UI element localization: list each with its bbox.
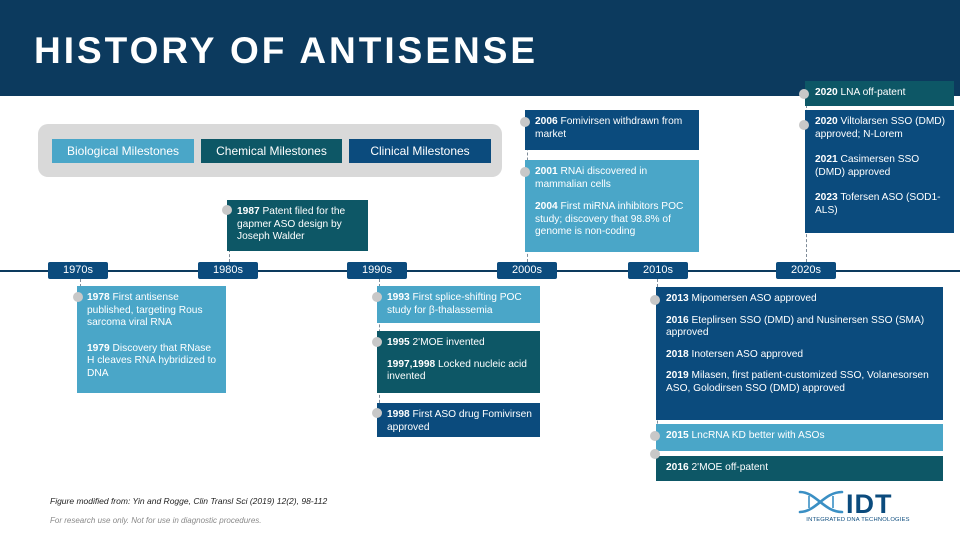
timeline-marker [372,337,382,347]
timeline-marker [799,89,809,99]
milestone-box-2006: 2006 Fomivirsen withdrawn from market [525,110,699,150]
milestone-box-1998: 1998 First ASO drug Fomivirsen approved [377,403,540,437]
timeline-marker [650,295,660,305]
milestone-2016-eteplirsen: 2016 Eteplirsen SSO (DMD) and Nusinersen… [666,314,925,339]
milestone-2021: 2021 Casimersen SSO (DMD) approved [815,154,920,178]
decade-2010s: 2010s [628,262,688,279]
decade-1970s: 1970s [48,262,108,279]
milestone-box-2020-lna: 2020 LNA off-patent [805,81,954,106]
milestone-box-1978-1979: 1978 First antisense published, targetin… [77,286,226,393]
milestone-2019: 2019 Milasen, first patient-customized S… [666,370,929,394]
timeline-marker [520,117,530,127]
milestone-2020-viltolarsen: 2020 Viltolarsen SSO (DMD) approved; N-L… [815,116,946,140]
disclaimer-note: For research use only. Not for use in di… [50,516,262,525]
milestone-1995: 1995 2'MOE invented [387,337,485,348]
milestone-1998: 1998 First ASO drug Fomivirsen approved [387,409,532,433]
milestone-2015: 2015 LncRNA KD better with ASOs [666,430,825,441]
timeline-marker [73,292,83,302]
timeline-marker [650,449,660,459]
milestone-2023: 2023 Tofersen ASO (SOD1-ALS) [815,192,941,216]
milestone-box-2010s-approvals: 2013 Mipomersen ASO approved 2016 Etepli… [656,287,943,420]
milestone-2018: 2018 Inotersen ASO approved [666,348,804,360]
milestone-2013: 2013 Mipomersen ASO approved [666,293,817,304]
milestone-box-2020s-clinical: 2020 Viltolarsen SSO (DMD) approved; N-L… [805,110,954,233]
timeline-marker [520,167,530,177]
milestone-1979: 1979 Discovery that RNase H cleaves RNA … [87,342,217,379]
decade-1990s: 1990s [347,262,407,279]
legend-clinical-milestones: Clinical Milestones [349,139,491,163]
timeline-marker [372,408,382,418]
figure-source-note: Figure modified from: Yin and Rogge, Cli… [50,496,328,506]
timeline-marker [222,205,232,215]
milestone-1997-1998: 1997,1998 Locked nucleic acid invented [387,358,527,383]
timeline-axis [0,270,960,272]
timeline-marker [372,292,382,302]
svg-text:IDT: IDT [846,489,893,519]
decade-2020s: 2020s [776,262,836,279]
milestone-2006: 2006 Fomivirsen withdrawn from market [535,116,683,140]
milestone-1993: 1993 First splice-shifting POC study for… [387,292,522,316]
milestone-2004: 2004 First miRNA inhibitors POC study; d… [535,201,684,238]
milestone-box-1993: 1993 First splice-shifting POC study for… [377,286,540,323]
milestone-box-2015: 2015 LncRNA KD better with ASOs [656,424,943,451]
logo-tagline: INTEGRATED DNA TECHNOLOGIES [806,517,910,523]
milestone-2020-lna: 2020 LNA off-patent [815,87,906,98]
milestone-box-1995-1998: 1995 2'MOE invented 1997,1998 Locked nuc… [377,331,540,393]
idt-logo: IDT [798,489,893,519]
legend-biological-milestones: Biological Milestones [52,139,194,163]
timeline-marker [799,120,809,130]
page-title: HISTORY OF ANTISENSE [34,30,539,71]
milestone-2001: 2001 RNAi discovered in mammalian cells [535,166,648,190]
milestone-box-2016-moe: 2016 2'MOE off-patent [656,456,943,481]
milestone-1978: 1978 First antisense published, targetin… [87,292,203,329]
title-banner: HISTORY OF ANTISENSE [0,0,960,96]
legend-chemical-milestones: Chemical Milestones [201,139,342,163]
timeline-marker [650,431,660,441]
decade-2000s: 2000s [497,262,557,279]
milestone-1987: 1987 Patent filed for the gapmer ASO des… [237,206,346,243]
milestone-box-2001-2004: 2001 RNAi discovered in mammalian cells … [525,160,699,252]
decade-1980s: 1980s [198,262,258,279]
milestone-2016-moe: 2016 2'MOE off-patent [666,462,769,473]
milestone-box-1987: 1987 Patent filed for the gapmer ASO des… [227,200,368,251]
